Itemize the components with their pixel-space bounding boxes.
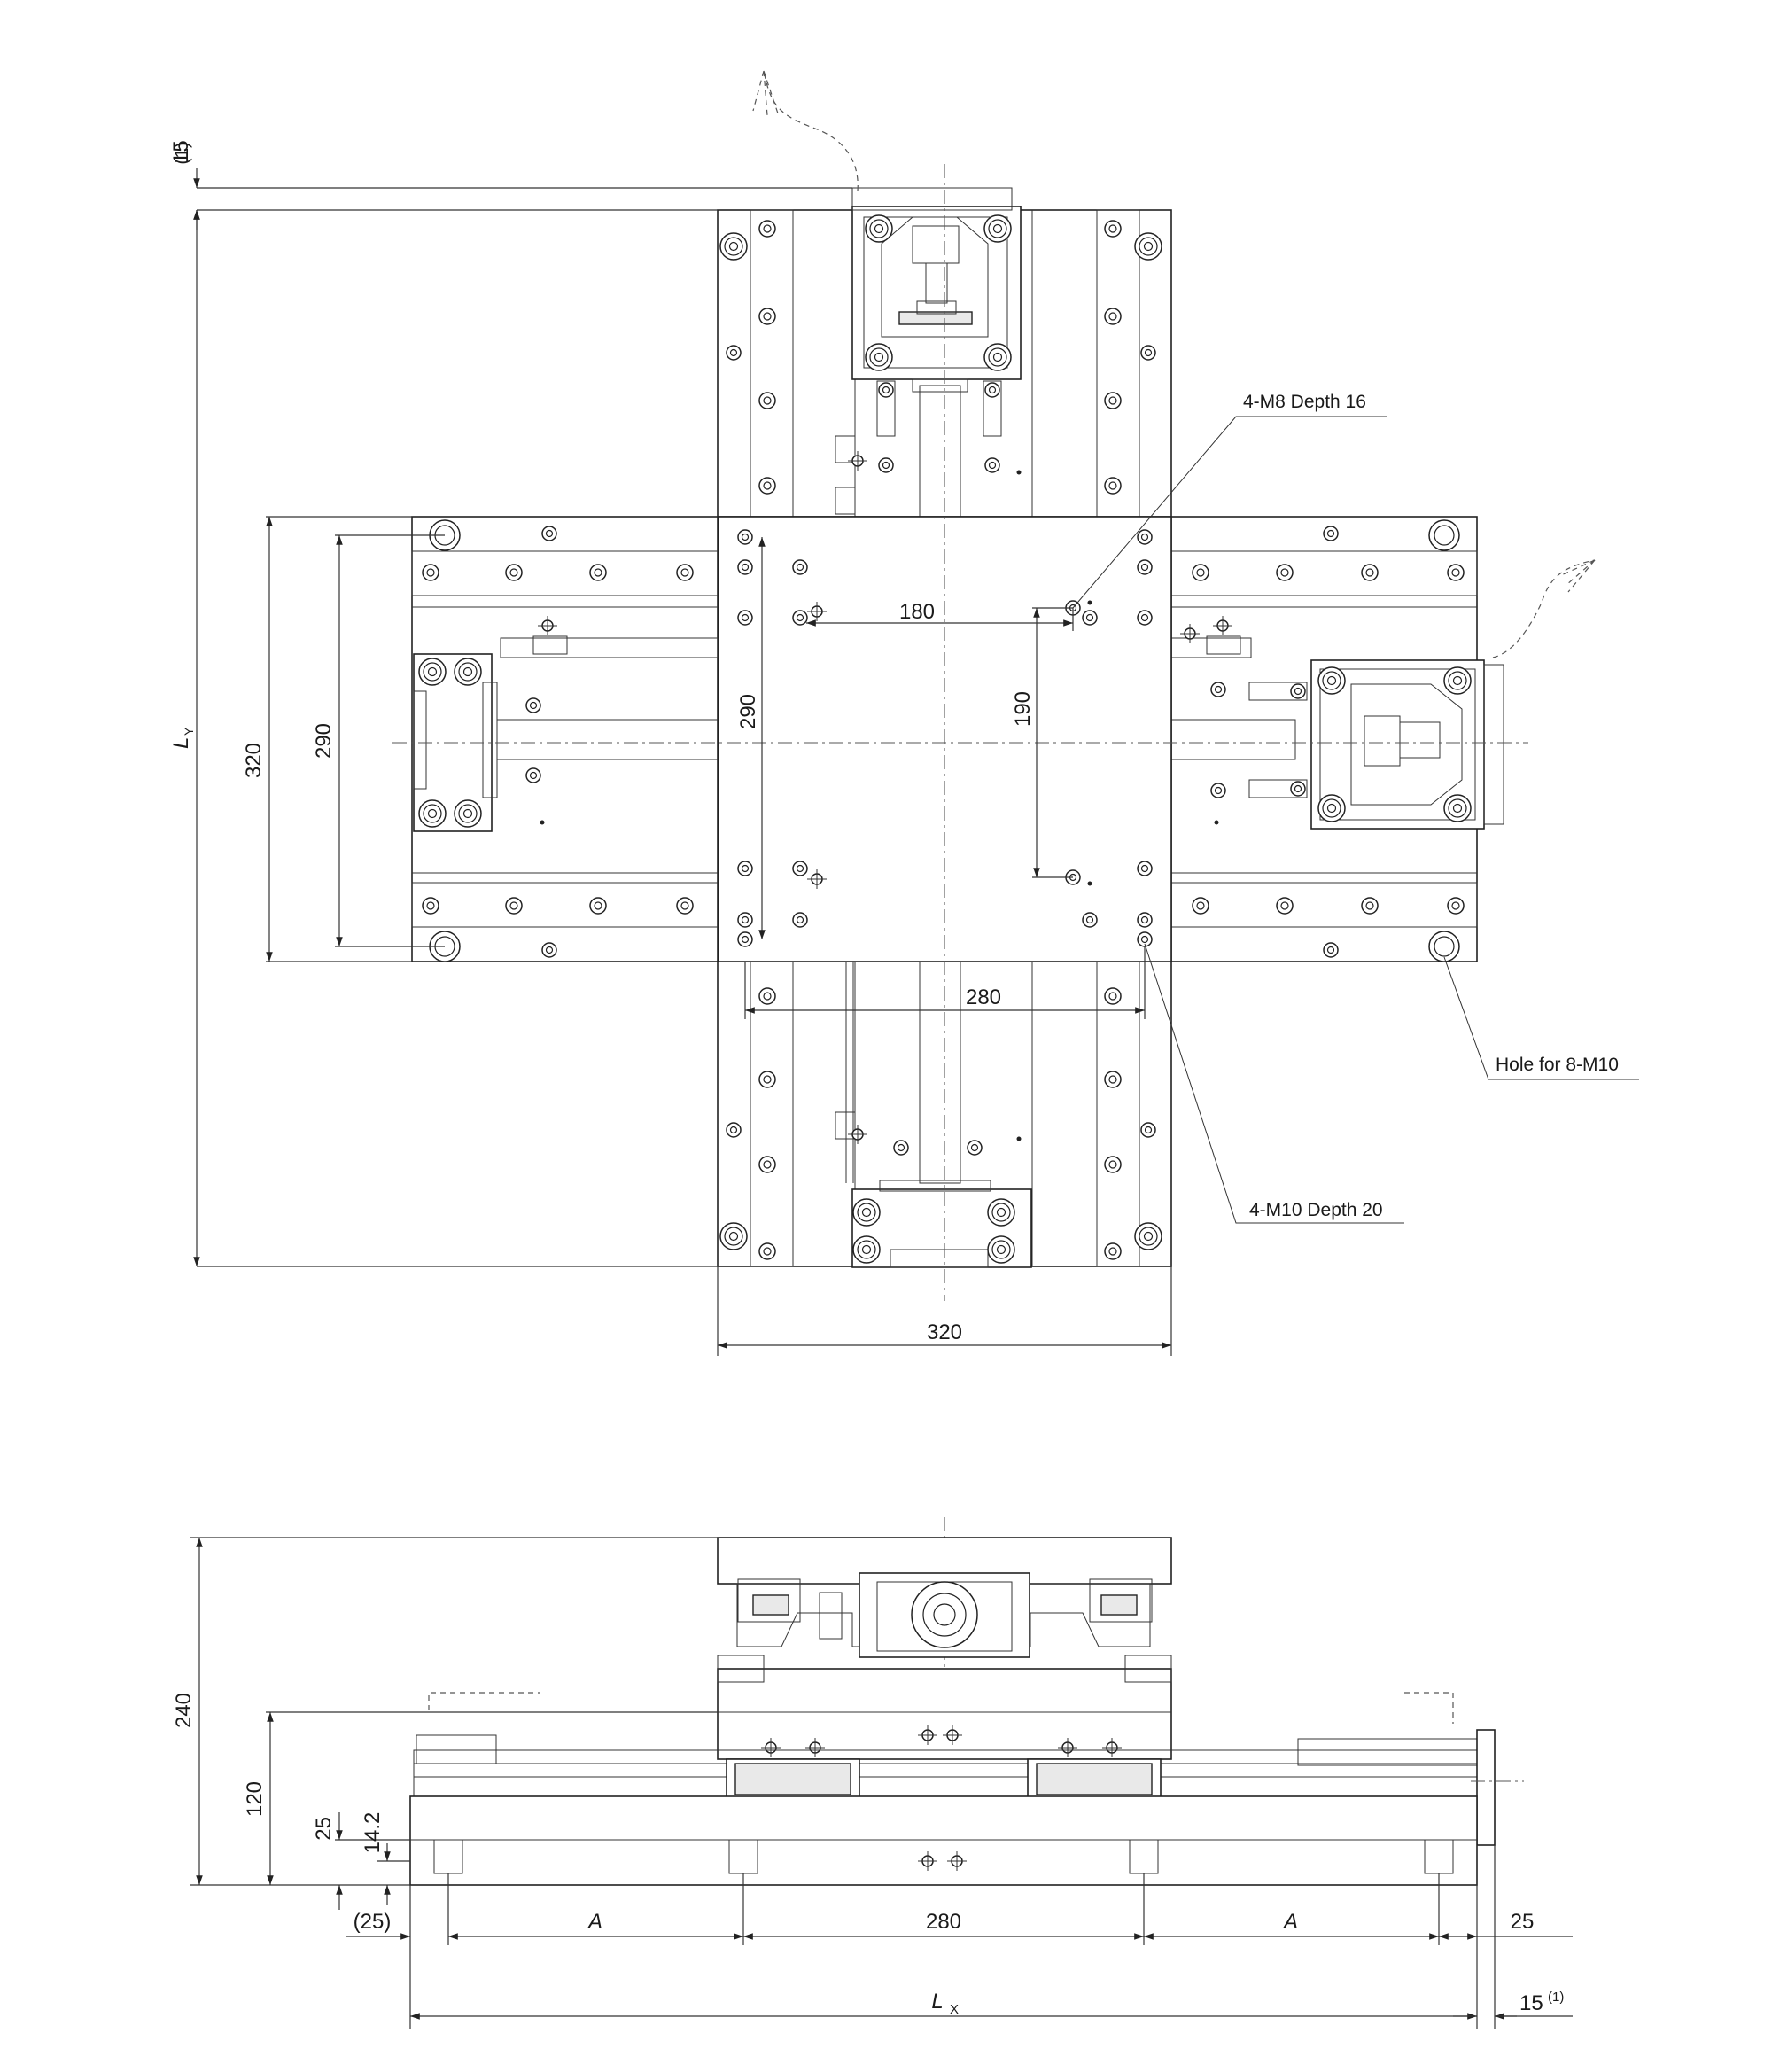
dim-pitch-a-right: A	[1282, 1910, 1298, 1934]
dim-lower-height: 120	[243, 1781, 267, 1817]
dim-ly-letter: L	[169, 737, 193, 749]
dim-total-height: 240	[172, 1693, 196, 1728]
dim-overtravel-right: 15	[1519, 1991, 1543, 2015]
x-axis-stage	[411, 516, 1504, 962]
dim-ly-sub: Y	[182, 727, 196, 736]
y-axis-base	[717, 187, 1172, 1268]
dim-base-thk: 25	[312, 1817, 336, 1841]
x-cable	[1492, 559, 1596, 658]
dim-center-pitch: 280	[926, 1910, 961, 1934]
front-base	[409, 1795, 1478, 1886]
dim-lx-letter: L	[931, 1990, 943, 2014]
dim-overtravel-top: 15	[169, 140, 193, 164]
dim-pitch-a-left: A	[587, 1910, 602, 1934]
dim-overtravel-top-note: (1)	[172, 142, 192, 165]
dim-inner-pitch-v: 290	[736, 694, 760, 729]
svg-text:4-M10 Depth 20: 4-M10 Depth 20	[1249, 1200, 1383, 1220]
svg-text:4-M8 Depth 16: 4-M8 Depth 16	[1243, 392, 1366, 412]
dim-rail-pitch: 290	[312, 723, 336, 759]
callout-m10: 4-M10 Depth 20	[1144, 943, 1404, 1224]
top-view: 15 (1) L Y 320 290 290 180 190 280 320 4…	[169, 70, 1639, 1356]
dim-m8-pitch-v: 190	[1011, 691, 1035, 727]
dim-m10-pitch-h: 280	[966, 985, 1001, 1009]
dim-lx-sub: X	[950, 2002, 959, 2017]
dim-m8-pitch-h: 180	[899, 600, 935, 624]
callout-mount: Hole for 8-M10	[1443, 956, 1639, 1080]
dim-left-margin: (25)	[354, 1910, 392, 1934]
y-cable	[763, 70, 859, 191]
svg-text:Hole for 8-M10: Hole for 8-M10	[1496, 1055, 1619, 1075]
dim-hole-height: 14.2	[361, 1812, 385, 1854]
dim-right-margin: 25	[1511, 1910, 1535, 1934]
front-view: 240 120 25 14.2 (25) A 280 A 25 L X 15 (…	[172, 1517, 1573, 2029]
dim-overtravel-right-note: (1)	[1548, 1990, 1564, 2005]
callout-m8: 4-M8 Depth 16	[1072, 392, 1387, 609]
dim-overall-height: 320	[242, 743, 266, 778]
dim-table-width: 320	[927, 1320, 962, 1344]
